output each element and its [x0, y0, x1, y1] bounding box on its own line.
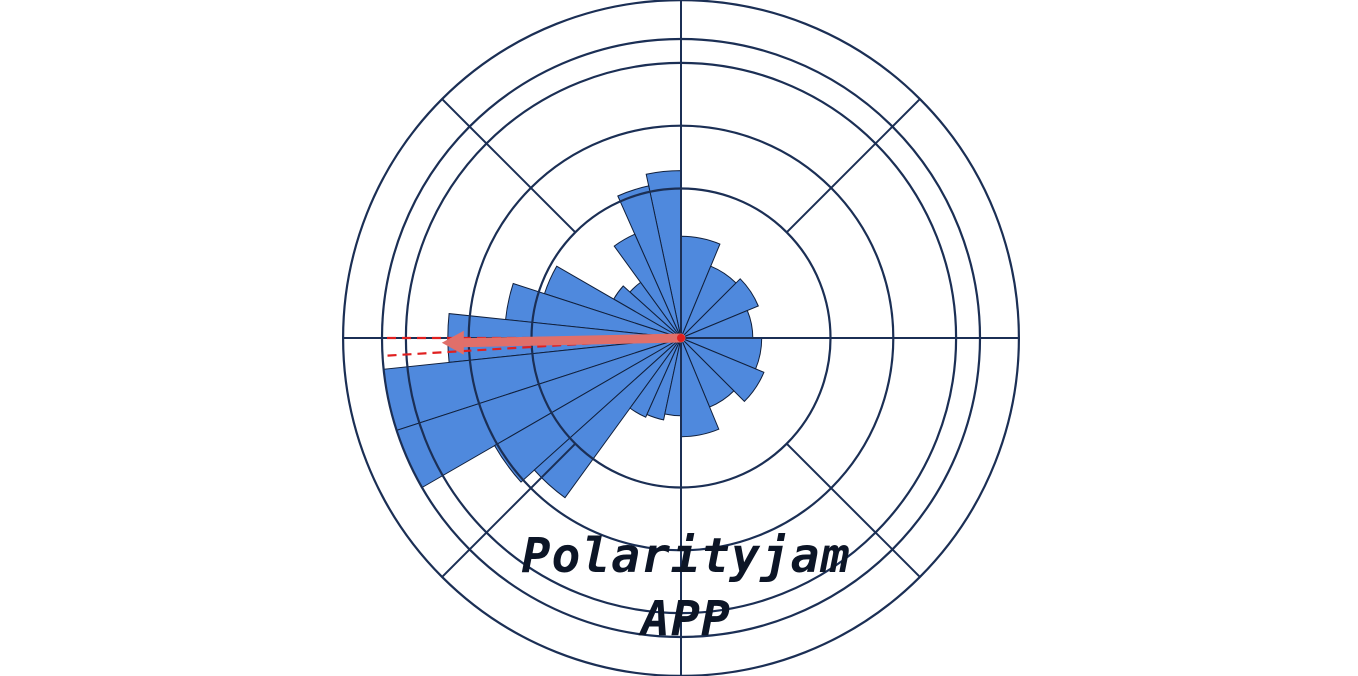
rose-plot-sectors: [383, 170, 765, 499]
rose-sector: [646, 337, 682, 421]
rose-sector: [493, 337, 682, 483]
polar-grid-spoke: [785, 442, 921, 578]
rose-sector: [680, 337, 765, 403]
rose-sector: [613, 233, 682, 339]
rose-sector: [533, 337, 682, 499]
mean-direction-vector: [382, 330, 686, 357]
polar-grid-spoke: [441, 98, 577, 234]
logo-text-polarityjam: Polarityjam: [521, 528, 851, 584]
rose-sector: [617, 185, 682, 339]
polar-grid-spoke: [785, 98, 921, 234]
origin-dot: [677, 334, 685, 342]
mean-vector-shaft: [457, 333, 686, 348]
mean-vector-arrowhead: [441, 330, 464, 355]
polar-grid-spoke: [441, 442, 577, 578]
rose-sector: [680, 278, 759, 339]
rose-sector: [629, 337, 682, 418]
polar-grid-spokes: [343, 0, 1019, 676]
logo-text-app: APP: [641, 591, 731, 647]
